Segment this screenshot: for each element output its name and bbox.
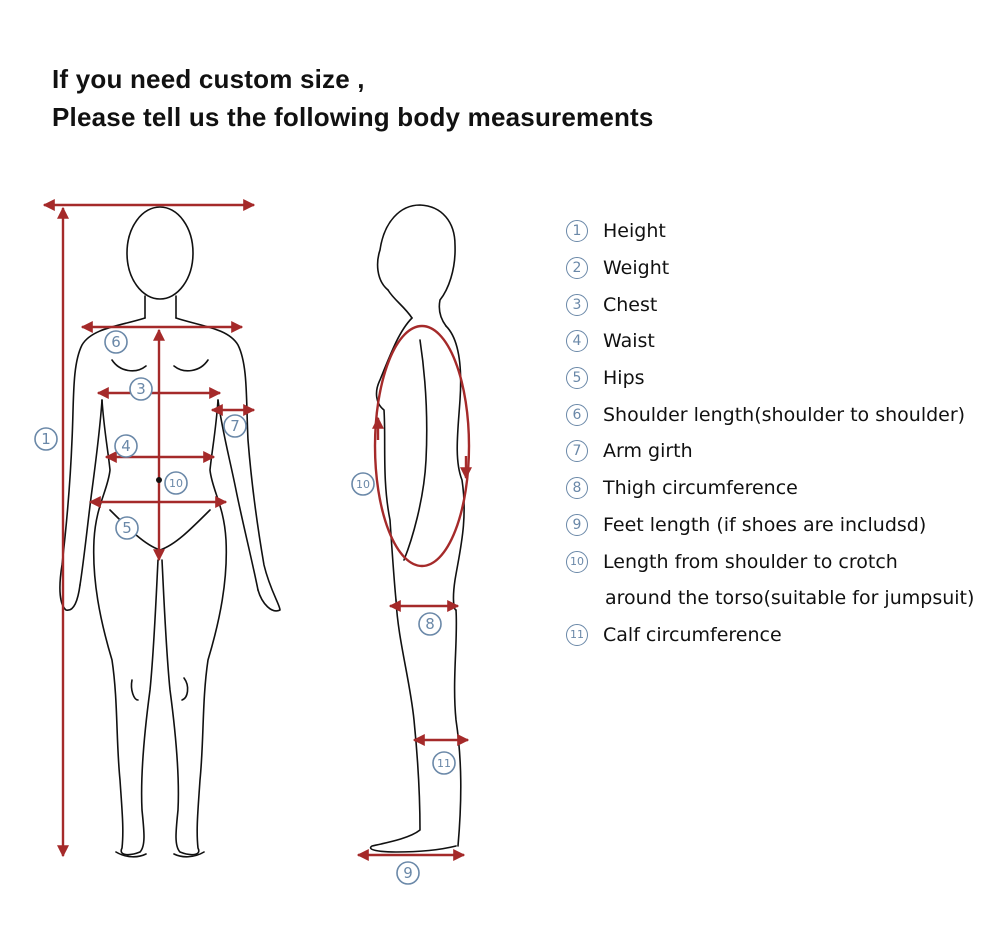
- torso-center-dot: [156, 477, 162, 483]
- heading-line-1: If you need custom size ,: [52, 64, 365, 94]
- legend-badge: 6: [566, 403, 588, 426]
- badge-front-height: [34, 427, 58, 451]
- label-front-torso: 10: [169, 477, 183, 490]
- front-neck: [144, 295, 177, 319]
- front-left-arm-outer: [59, 317, 146, 611]
- legend-item: 4 Waist: [566, 323, 986, 360]
- legend-item: 9 Feet length (if shoes are includsd): [566, 507, 986, 544]
- legend-item: 5 Hips: [566, 360, 986, 397]
- legend-label: Waist: [603, 330, 655, 353]
- legend-item: 11 Calf circumference: [566, 617, 986, 654]
- badge-side-feet: [396, 861, 420, 885]
- legend-badge: 10: [566, 550, 588, 573]
- badge-front-waist: [114, 434, 138, 458]
- figure-badge-labels: 1 6 3 7 4 10 5 10 8 11 9: [41, 333, 451, 882]
- legend-label: Arm girth: [603, 440, 693, 463]
- legend-label: Length from shoulder to crotch: [603, 550, 898, 573]
- legend-badge: 11: [566, 623, 588, 646]
- front-chest-lines: [111, 359, 209, 372]
- legend-label: around the torso(suitable for jumpsuit): [605, 587, 975, 610]
- legend-item: 8 Thigh circumference: [566, 470, 986, 507]
- side-arm: [403, 339, 428, 561]
- front-body-outline: [59, 206, 281, 858]
- legend-badge: 2: [566, 257, 588, 280]
- front-feet: [115, 851, 205, 858]
- badge-front-shoulder: [104, 330, 128, 354]
- legend-badge: 1: [566, 220, 588, 243]
- label-front-hips: 5: [122, 519, 132, 537]
- legend-item: 10 Length from shoulder to crotch: [566, 543, 986, 580]
- legend-badge: 3: [566, 293, 588, 316]
- label-side-feet: 9: [403, 864, 413, 882]
- legend-badge: 8: [566, 477, 588, 500]
- front-right-arm-inner: [217, 399, 259, 591]
- measurement-arrows: [42, 199, 472, 861]
- legend-item: 3 Chest: [566, 286, 986, 323]
- legend-item: 6 Shoulder length(shoulder to shoulder): [566, 396, 986, 433]
- front-right-arm-outer: [175, 317, 281, 612]
- measurement-legend: 1 Height 2 Weight 3 Chest 4 Waist 5 Hips 6 Sho…: [566, 213, 986, 653]
- arrow-torso-loop: [373, 324, 471, 568]
- legend-item-continuation: around the torso(suitable for jumpsuit): [566, 580, 986, 617]
- front-knees: [130, 677, 189, 701]
- badge-side-thigh: [418, 612, 442, 636]
- legend-badge: 7: [566, 440, 588, 463]
- label-front-height: 1: [41, 430, 51, 448]
- badge-front-hips: [115, 516, 139, 540]
- front-left-leg: [92, 399, 159, 856]
- legend-badge: 4: [566, 330, 588, 353]
- badge-front-chest: [129, 377, 153, 401]
- legend-label: Height: [603, 220, 666, 243]
- page-heading: If you need custom size , Please tell us…: [52, 60, 654, 136]
- badge-front-arm: [223, 414, 247, 438]
- legend-label: Feet length (if shoes are includsd): [603, 513, 927, 536]
- legend-label: Shoulder length(shoulder to shoulder): [603, 403, 966, 426]
- side-front-torso: [375, 317, 413, 601]
- legend-item: 2 Weight: [566, 250, 986, 287]
- legend-label: Calf circumference: [603, 623, 782, 646]
- badge-side-calf: [432, 751, 456, 775]
- side-head: [376, 204, 456, 327]
- label-front-waist: 4: [121, 437, 131, 455]
- heading-line-2: Please tell us the following body measur…: [52, 102, 654, 132]
- legend-item: 1 Height: [566, 213, 986, 250]
- legend-badge: 5: [566, 367, 588, 390]
- legend-label: Thigh circumference: [603, 477, 798, 500]
- side-front-leg: [369, 599, 457, 853]
- label-side-calf: 11: [437, 757, 451, 770]
- legend-label: Weight: [603, 257, 670, 280]
- legend-badge: 9: [566, 513, 588, 536]
- side-back-leg: [453, 609, 462, 847]
- label-side-torso: 10: [356, 478, 370, 491]
- label-front-shoulder: 6: [111, 333, 121, 351]
- side-neck-front: [387, 289, 413, 319]
- figure-badges: [34, 330, 456, 885]
- side-back-torso: [445, 325, 465, 611]
- label-side-thigh: 8: [425, 615, 435, 633]
- legend-label: Hips: [603, 367, 645, 390]
- legend-label: Chest: [603, 293, 658, 316]
- front-right-leg: [161, 399, 228, 856]
- label-front-chest: 3: [136, 380, 146, 398]
- badge-front-torso: [164, 471, 188, 495]
- front-left-arm-inner: [79, 399, 103, 586]
- badge-side-torso: [351, 472, 375, 496]
- label-front-arm: 7: [230, 417, 240, 435]
- legend-item: 7 Arm girth: [566, 433, 986, 470]
- front-head: [126, 206, 194, 300]
